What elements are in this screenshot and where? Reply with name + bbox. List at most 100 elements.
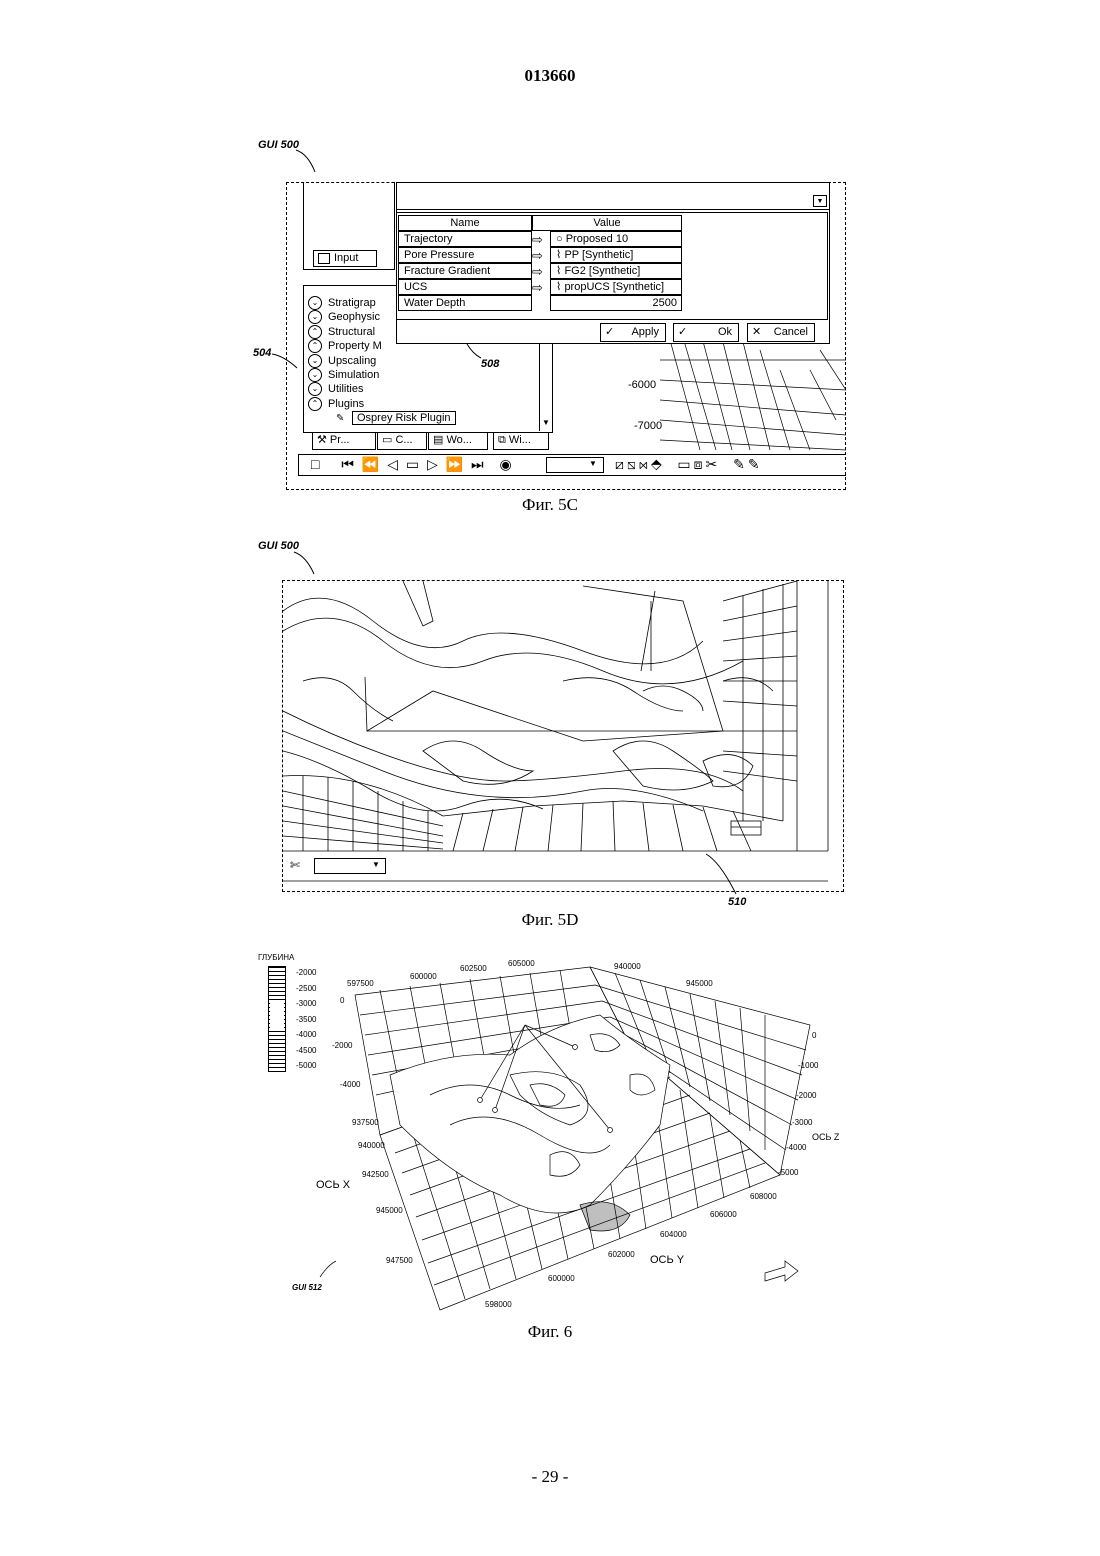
tree-item-simulation[interactable]: ⌄Simulation: [308, 368, 379, 382]
gui-leader-5c: [290, 148, 320, 176]
tree-item-structural[interactable]: ⌃Structural: [308, 325, 375, 339]
axis-x-label: ОСЬ X: [316, 1179, 351, 1191]
dialog-top-dropdown[interactable]: [396, 182, 830, 210]
tree-item-geophysics[interactable]: ⌄Geophysic: [308, 310, 380, 324]
frame-icon[interactable]: ▭: [406, 456, 421, 472]
x-tick: 945000: [376, 1206, 403, 1215]
drop-arrow-icon[interactable]: ⇨: [532, 265, 543, 278]
x-tick: 942500: [362, 1170, 389, 1179]
dropdown-arrow-icon[interactable]: ▼: [813, 195, 827, 207]
drop-arrow-icon[interactable]: ⇨: [532, 233, 543, 246]
z-tick-right: -4000: [786, 1143, 807, 1152]
collapse-icon: ⌄: [308, 368, 322, 382]
tool-icon[interactable]: ⧄: [615, 456, 627, 472]
wrench-icon: ⚒: [317, 434, 330, 446]
param-value-fracture-gradient[interactable]: ⌇ FG2 [Synthetic]: [550, 263, 682, 279]
tool-icon[interactable]: ⧈: [694, 456, 706, 472]
z-tick-left: -4000: [340, 1080, 361, 1089]
close-icon: ✕: [752, 324, 761, 340]
chevron-down-icon[interactable]: ▼: [589, 459, 597, 468]
step-forward-icon[interactable]: ▷: [427, 456, 440, 472]
workflow-icon: ▤: [433, 434, 446, 446]
param-name-fracture-gradient: Fracture Gradient: [398, 263, 532, 279]
label-504: 504: [253, 347, 271, 359]
top-tick: 940000: [614, 962, 641, 971]
tool-icon[interactable]: ⬘: [651, 456, 665, 472]
z-tick-right: 0: [812, 1031, 817, 1040]
z-tick-right: -3000: [792, 1118, 813, 1127]
top-tick: 597500: [347, 979, 374, 988]
y-tick: 608000: [750, 1192, 777, 1201]
z-tick-left: 0: [340, 996, 345, 1005]
caption-fig5d: Фиг. 5D: [0, 910, 1100, 930]
collapse-icon: ⌄: [308, 296, 322, 310]
tab-processes[interactable]: ⚒ Pr...: [312, 432, 376, 450]
column-header-value: Value: [532, 215, 682, 231]
tab-input[interactable]: Input: [313, 250, 377, 267]
last-frame-icon[interactable]: ⏭: [471, 456, 486, 472]
pen-icon[interactable]: ✎: [733, 456, 748, 472]
tool-icon[interactable]: ⧅: [627, 456, 639, 472]
tab-workflows[interactable]: ▤ Wo...: [428, 432, 488, 450]
first-frame-icon[interactable]: ⏮: [341, 456, 356, 472]
drop-arrow-icon[interactable]: ⇨: [532, 249, 543, 262]
gui-leader-5d: [290, 550, 320, 576]
depth-label-7000: -7000: [634, 420, 662, 432]
param-name-trajectory: Trajectory: [398, 231, 532, 247]
expand-icon: ⌃: [308, 339, 322, 353]
tree-item-stratigraphy[interactable]: ⌄Stratigrap: [308, 296, 376, 310]
pen-icon[interactable]: ✎: [748, 456, 763, 472]
param-value-water-depth[interactable]: 2500: [550, 295, 682, 311]
next-frame-icon[interactable]: ⏩: [446, 456, 465, 472]
z-tick-right: -1000: [798, 1061, 819, 1070]
prev-frame-icon[interactable]: ⏪: [362, 456, 381, 472]
drop-arrow-icon[interactable]: ⇨: [532, 281, 543, 294]
cancel-button[interactable]: ✕Cancel: [747, 323, 815, 342]
collapse-icon: ⌄: [308, 382, 322, 396]
param-value-trajectory[interactable]: ○ Proposed 10: [550, 231, 682, 247]
scissors-icon[interactable]: ✂: [706, 456, 721, 472]
windows-icon: ⧉: [498, 434, 509, 446]
tab-windows[interactable]: ⧉ Wi...: [493, 432, 549, 450]
document-number: 013660: [0, 66, 1100, 86]
rect-icon[interactable]: ▭: [677, 456, 693, 472]
depth-label-6000: -6000: [628, 379, 656, 391]
param-value-ucs[interactable]: ⌇ propUCS [Synthetic]: [550, 279, 682, 295]
fig6-3d-plot: 597500 600000 602500 605000 940000 94500…: [250, 955, 850, 1325]
ok-button[interactable]: ✓Ok: [673, 323, 739, 342]
top-tick: 945000: [686, 979, 713, 988]
param-value-pore-pressure[interactable]: ⌇ PP [Synthetic]: [550, 247, 682, 263]
label-508: 508: [481, 358, 499, 370]
y-tick: 604000: [660, 1230, 687, 1239]
chevron-down-icon[interactable]: ▼: [372, 860, 380, 869]
top-tick: 602500: [460, 964, 487, 973]
check-icon: ✓: [678, 324, 687, 340]
tab-cases[interactable]: ▭ C...: [377, 432, 427, 450]
x-tick: 940000: [358, 1141, 385, 1150]
tree-item-osprey-plugin[interactable]: ✎Osprey Risk Plugin: [336, 411, 456, 425]
param-name-ucs: UCS: [398, 279, 532, 295]
view-icon[interactable]: ◉: [499, 456, 513, 472]
tree-item-plugins[interactable]: ⌃Plugins: [308, 397, 364, 411]
toolbar-icons-right: ⧄⧅⋈⬘ ▭⧈✂ ✎✎: [615, 456, 763, 473]
step-back-icon[interactable]: ◁: [387, 456, 400, 472]
top-tick: 605000: [508, 959, 535, 968]
tool-icon[interactable]: ⋈: [639, 456, 651, 472]
column-header-name: Name: [398, 215, 532, 231]
y-tick: 600000: [548, 1274, 575, 1283]
tree-item-property-modeling[interactable]: ⌃Property M: [308, 339, 382, 353]
expand-icon: ⌃: [308, 397, 322, 411]
scroll-down-icon[interactable]: ▼: [540, 417, 552, 429]
stop-icon[interactable]: □: [311, 456, 321, 472]
tool-icon[interactable]: ✄: [290, 858, 300, 872]
x-tick: 937500: [352, 1118, 379, 1127]
page-number: - 29 -: [0, 1467, 1100, 1487]
gui-512-label: GUI 512: [292, 1283, 322, 1292]
apply-button[interactable]: ✓Apply: [600, 323, 666, 342]
fig5d-3d-view: [283, 581, 843, 891]
trajectory-icon: ○: [556, 233, 566, 245]
tree-item-upscaling[interactable]: ⌄Upscaling: [308, 354, 376, 368]
axis-z-label: ОСЬ Z: [812, 1132, 840, 1142]
tree-item-utilities[interactable]: ⌄Utilities: [308, 382, 363, 396]
caption-fig5c: Фиг. 5С: [0, 495, 1100, 515]
